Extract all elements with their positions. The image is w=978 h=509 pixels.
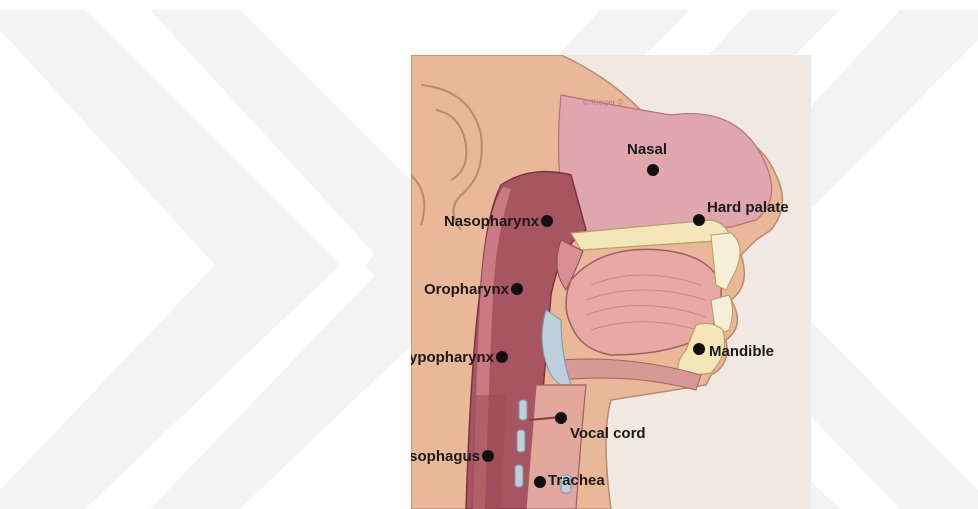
vocal-cord-marker (555, 412, 567, 424)
trachea-marker (534, 476, 546, 488)
nasal-label: Nasal (627, 141, 667, 158)
hypopharynx-marker (496, 351, 508, 363)
vocal-cord-label: Vocal cord (570, 425, 646, 442)
mandible-label: Mandible (709, 343, 774, 360)
nasal-marker (647, 164, 659, 176)
oropharynx-marker (511, 283, 523, 295)
trachea-label: Trachea (548, 472, 605, 489)
nasopharynx-marker (541, 215, 553, 227)
copyright-mark: © Kreger © (583, 98, 623, 107)
oropharynx-label: Oropharynx (424, 281, 510, 298)
nasopharynx-label: Nasopharynx (444, 213, 540, 230)
mandible-marker (693, 343, 705, 355)
hypopharynx-label: Hypopharynx (411, 349, 495, 366)
throat-anatomy-illustration: © Kreger © Nasal Hard palate Nasopharynx… (411, 55, 811, 509)
hard-palate-marker (693, 214, 705, 226)
esophagus-marker (482, 450, 494, 462)
esophagus-label: Esophagus (411, 448, 480, 465)
trachea (526, 385, 586, 509)
hard-palate-label: Hard palate (707, 199, 789, 216)
